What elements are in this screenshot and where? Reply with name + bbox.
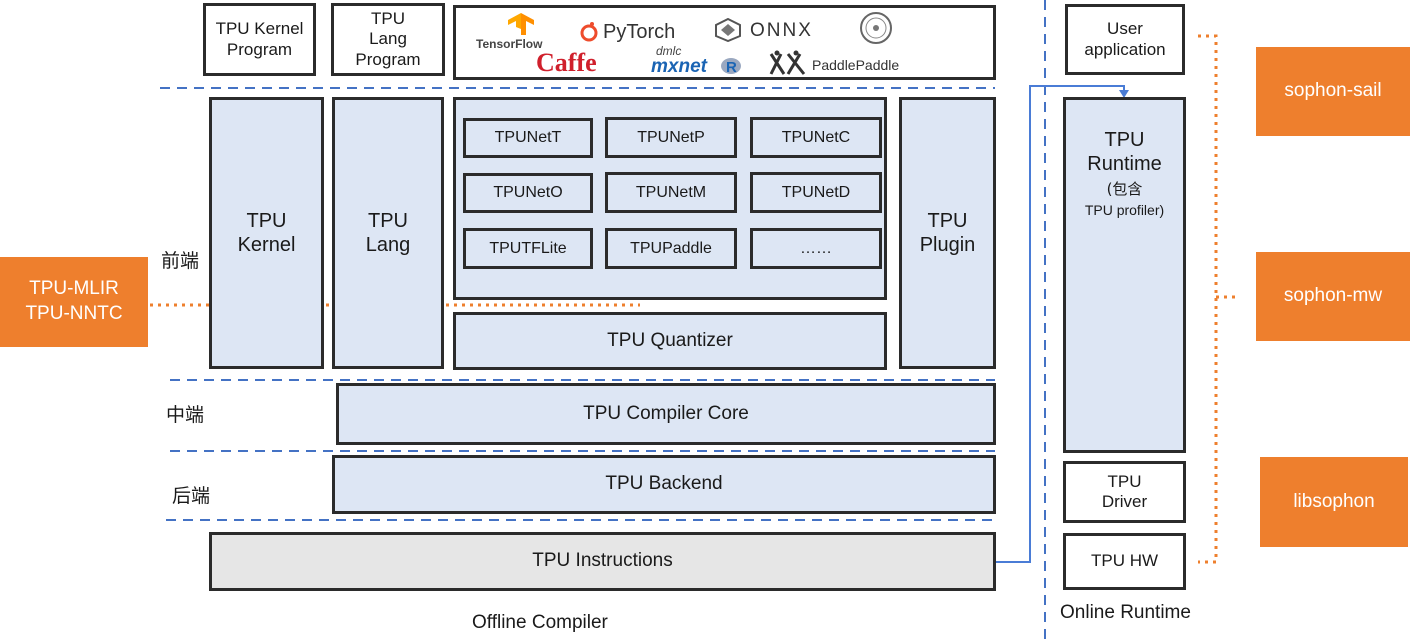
- onnx-label: ONNX: [750, 20, 813, 41]
- tpu-runtime-line4: TPU profiler): [1084, 202, 1165, 218]
- paddlepaddle-logo: PaddlePaddle: [768, 50, 938, 80]
- tpu-runtime-line1: TPU: [1104, 129, 1145, 151]
- caffe-logo: Caffe: [536, 48, 597, 77]
- tpu-kernel-line2: Kernel: [237, 234, 296, 256]
- tpu-kernel-line1: TPU: [246, 210, 287, 232]
- tpunett-box: TPUNetT: [463, 118, 593, 158]
- tpu-instructions-box: TPU Instructions: [209, 532, 996, 591]
- onnx-logo: ONNX: [714, 18, 834, 48]
- stage-label-middle: 中端: [166, 404, 205, 426]
- tpu-instructions-label: TPU Instructions: [532, 550, 673, 572]
- tpunetm-box: TPUNetM: [605, 172, 737, 213]
- tpupaddle-label: TPUPaddle: [630, 239, 712, 257]
- tpunetc-label: TPUNetC: [781, 128, 851, 146]
- tpu-hw-box: TPU HW: [1063, 533, 1186, 590]
- tpu-backend-box: TPU Backend: [332, 455, 996, 514]
- mxnet-label: mxnet: [651, 56, 707, 77]
- tpu-plugin-line1: TPU: [927, 210, 968, 232]
- paddlepaddle-label: PaddlePaddle: [812, 57, 900, 73]
- tpu-kernel-program-line1: TPU Kernel: [215, 19, 304, 39]
- sophon-mw-label: sophon-mw: [1283, 285, 1383, 307]
- more-nets-box: ……: [750, 228, 882, 269]
- tpu-mlir-nntc-tag: TPU-MLIR TPU-NNTC: [0, 257, 148, 347]
- libsophon-tag: libsophon: [1260, 457, 1408, 547]
- tensorflow-label: TensorFlow: [476, 37, 543, 51]
- connector-arrowhead: [1119, 90, 1129, 98]
- user-application-line1: User: [1107, 19, 1143, 39]
- offline-compiler-caption: Offline Compiler: [472, 612, 608, 633]
- sophon-sail-label: sophon-sail: [1284, 80, 1382, 102]
- tpu-kernel-program-line2: Program: [226, 39, 293, 59]
- tpunetp-box: TPUNetP: [605, 117, 737, 158]
- tpu-lang-line2: Lang: [365, 234, 411, 256]
- tpunett-label: TPUNetT: [494, 129, 562, 146]
- tpuneto-box: TPUNetO: [463, 173, 593, 213]
- pytorch-icon: [580, 22, 598, 42]
- tpu-quantizer-box: TPU Quantizer: [453, 312, 887, 370]
- network-parsers-group: TPUNetT TPUNetP TPUNetC TPUNetO TPUNetM …: [453, 97, 887, 300]
- tpu-lang-program-line2: Lang: [369, 29, 407, 49]
- user-application-box: User application: [1065, 4, 1185, 75]
- tpunetm-label: TPUNetM: [635, 183, 707, 201]
- sdk-dotted-bracket: [1198, 34, 1218, 564]
- tpu-kernel-program-box: TPU Kernel Program: [203, 3, 316, 76]
- libsophon-label: libsophon: [1293, 490, 1375, 512]
- mxnet-r-icon: R: [721, 58, 741, 76]
- sophon-mw-tag: sophon-mw: [1256, 252, 1410, 341]
- tpu-lang-program-box: TPU Lang Program: [331, 3, 445, 76]
- tpu-lang-box: TPU Lang: [332, 97, 444, 369]
- tpupaddle-box: TPUPaddle: [605, 228, 737, 269]
- sophon-sail-tag: sophon-sail: [1256, 47, 1410, 136]
- tpu-driver-box: TPU Driver: [1063, 461, 1186, 523]
- paddlepaddle-icon: [769, 50, 806, 75]
- tpu-nntc-label: TPU-NNTC: [25, 303, 123, 324]
- tpu-quantizer-label: TPU Quantizer: [607, 329, 733, 351]
- more-nets-label: ……: [800, 239, 832, 257]
- tpu-hw-label: TPU HW: [1090, 551, 1159, 571]
- mxnet-logo: dmlc mxnet R: [651, 44, 751, 80]
- seal-logo-icon: [860, 12, 892, 44]
- tpunetc-box: TPUNetC: [750, 117, 882, 158]
- tensorflow-logo: TensorFlow: [476, 13, 566, 53]
- tpunetp-label: TPUNetP: [637, 128, 705, 146]
- tpu-lang-program-line3: Program: [355, 49, 421, 69]
- pytorch-logo: PyTorch: [579, 18, 694, 48]
- tpunetd-box: TPUNetD: [750, 172, 882, 213]
- mxnet-prefix: dmlc: [656, 44, 682, 58]
- pytorch-label: PyTorch: [603, 21, 676, 43]
- online-runtime-caption: Online Runtime: [1060, 602, 1191, 623]
- tpunetd-label: TPUNetD: [781, 183, 851, 201]
- tpu-plugin-box: TPU Plugin: [899, 97, 996, 369]
- tpu-driver-line1: TPU: [1107, 471, 1142, 491]
- tpu-lang-program-line1: TPU: [371, 8, 405, 28]
- tpu-backend-label: TPU Backend: [605, 473, 723, 495]
- tputflite-label: TPUTFLite: [489, 239, 567, 257]
- tpu-mlir-label: TPU-MLIR: [29, 278, 119, 300]
- stage-label-back: 后端: [172, 485, 211, 507]
- instructions-to-runtime-connector: [996, 85, 1125, 563]
- tpuneto-label: TPUNetO: [493, 184, 563, 201]
- tpu-lang-line1: TPU: [368, 210, 408, 232]
- tpu-compiler-core-box: TPU Compiler Core: [336, 383, 996, 445]
- tputflite-box: TPUTFLite: [463, 228, 593, 269]
- tensorflow-icon: [508, 13, 534, 35]
- frameworks-box: TensorFlow PyTorch ONNX Caffe dmlc mxnet…: [453, 5, 996, 80]
- svg-text:R: R: [726, 59, 737, 76]
- user-application-line2: application: [1084, 39, 1166, 59]
- tpu-plugin-line2: Plugin: [919, 234, 976, 256]
- tpu-runtime-line2: Runtime: [1087, 153, 1162, 175]
- tpu-runtime-box: TPU Runtime (包含 TPU profiler): [1063, 97, 1186, 453]
- tpu-driver-line2: Driver: [1101, 492, 1148, 511]
- stage-label-front: 前端: [161, 250, 200, 272]
- tpu-runtime-line3: (包含: [1106, 180, 1143, 198]
- onnx-icon: [715, 18, 741, 42]
- tpu-compiler-core-label: TPU Compiler Core: [583, 402, 749, 424]
- tpu-kernel-box: TPU Kernel: [209, 97, 324, 369]
